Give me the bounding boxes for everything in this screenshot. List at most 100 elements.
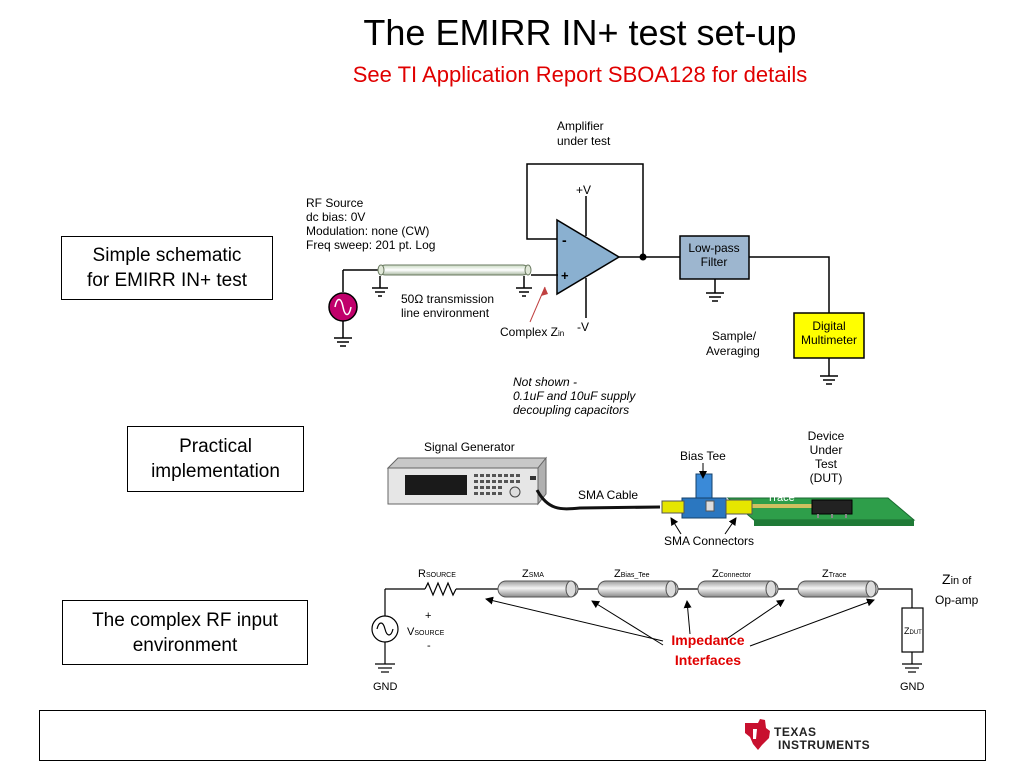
label-simple-schematic: Simple schematic for EMIRR IN+ test — [61, 236, 273, 300]
zin-opamp-label-2: Op-amp — [935, 593, 979, 607]
sma-cable — [535, 489, 661, 511]
dut-label-2: Under — [810, 443, 843, 457]
sample-label-1: Sample/ — [712, 329, 757, 343]
tline-right-ground-icon — [516, 276, 532, 297]
rf-source-ground-icon — [334, 337, 352, 347]
z-connector-label: ZConnector — [712, 568, 752, 580]
complex-zin-label: Complex Zin — [500, 325, 564, 339]
dut-label-3: Test — [815, 457, 838, 471]
z-sma-label: ZSMA — [522, 568, 544, 580]
opamp-symbol — [556, 218, 621, 296]
z-trace-label: ZTrace — [822, 568, 846, 580]
amplifier-label-2: under test — [557, 134, 611, 148]
low-pass-label-2: Filter — [701, 255, 728, 269]
bias-tee-label: Bias Tee — [680, 449, 726, 463]
z-dut-ground-icon — [902, 663, 922, 673]
trace-label: Trace — [767, 492, 795, 504]
dut-label-1: Device — [808, 429, 845, 443]
tline-label-2: line environment — [401, 306, 490, 320]
not-shown-label-3: decoupling capacitors — [513, 403, 629, 417]
sma-connector-arrow-right — [724, 517, 737, 535]
impedance-label-2: Interfaces — [675, 652, 741, 668]
opamp-plus-sign: + — [561, 268, 569, 283]
label-complex-line1: The complex RF input — [92, 609, 278, 631]
rf-source-label-4: Freq sweep: 201 pt. Log — [306, 238, 435, 252]
sma-cable-label: SMA Cable — [578, 488, 638, 502]
slide-subtitle: See TI Application Report SBOA128 for de… — [352, 62, 808, 87]
rf-environment: RSOURCE ZSMA ZBias_Tee ZConnector ZTrace… — [371, 568, 979, 693]
z-dut-label: ZDUT — [904, 626, 922, 636]
label-simple-line1: Simple schematic — [92, 245, 242, 266]
z-sma-cylinder — [497, 580, 579, 598]
label-complex-line2: environment — [132, 634, 238, 656]
z-bias-tee-cylinder — [597, 580, 679, 598]
slide-title: The EMIRR IN+ test set-up — [363, 12, 797, 53]
filter-dmm-wire — [749, 256, 830, 313]
signal-generator-label: Signal Generator — [424, 440, 515, 454]
pcb-edge — [754, 520, 914, 526]
rf-source-label-2: dc bias: 0V — [306, 210, 365, 224]
low-pass-label-1: Low-pass — [688, 241, 739, 255]
vsource-minus: - — [427, 640, 431, 652]
gnd-left-label: GND — [373, 681, 398, 693]
rf-source-label-1: RF Source — [306, 196, 364, 210]
plus-v-label: +V — [576, 183, 591, 197]
not-shown-label-2: 0.1uF and 10uF supply — [513, 389, 636, 403]
vsource-sine-icon — [376, 622, 394, 636]
dmm-label-2: Multimeter — [801, 333, 857, 347]
tline-left-ground-icon — [372, 276, 388, 297]
signal-generator-connector — [530, 476, 536, 480]
filter-ground-icon — [706, 292, 724, 302]
simple-schematic: Amplifier under test RF Source dc bias: … — [306, 119, 865, 417]
resistor-symbol — [424, 581, 457, 597]
sample-label-2: Averaging — [706, 344, 760, 358]
dmm-label-1: Digital — [812, 319, 845, 333]
r-source-label: RSOURCE — [418, 568, 456, 580]
tline-end-left — [377, 264, 385, 276]
practical-implementation: Signal Generator SMA Cable Trace Bias Te… — [386, 429, 916, 548]
sma-connector-right — [725, 499, 753, 515]
low-pass-filter-box — [679, 235, 750, 280]
opamp-minus-sign: - — [562, 232, 567, 248]
pcb-trace — [752, 504, 814, 508]
z-trace-cylinder — [797, 580, 879, 598]
label-practical-implementation: Practical implementation — [127, 426, 304, 492]
label-complex-rf: The complex RF input environment — [62, 600, 308, 665]
impedance-arrows — [485, 596, 875, 647]
sma-connector-left — [661, 500, 685, 514]
amplifier-label-1: Amplifier — [557, 119, 604, 133]
transmission-line — [379, 264, 529, 276]
footer-bar — [39, 710, 986, 761]
signal-generator-knob — [509, 486, 521, 498]
tline-end-right — [524, 264, 532, 276]
sine-wave-icon — [334, 298, 352, 316]
z-bias-tee-label: ZBias_Tee — [614, 568, 650, 580]
dut-chip — [811, 499, 853, 515]
z-connector-cylinder — [697, 580, 779, 598]
minus-v-label: -V — [577, 320, 589, 334]
signal-generator-keypad — [474, 474, 520, 495]
vsource-label: VSOURCE — [407, 626, 445, 638]
bias-tee-label-plate — [705, 500, 715, 512]
bias-tee-body — [681, 497, 727, 519]
sma-connector-arrow-left — [670, 517, 682, 535]
label-practical-line1: Practical — [179, 436, 252, 457]
zin-opamp-label-1: Zin of — [942, 571, 972, 587]
not-shown-label-1: Not shown - — [513, 375, 577, 389]
complex-zin-arrowhead — [541, 287, 548, 296]
impedance-label-1: Impedance — [671, 632, 744, 648]
dmm-ground-icon — [820, 375, 838, 385]
feedback-wire — [526, 163, 644, 257]
vsource-plus: + — [425, 610, 431, 622]
bias-tee-stub — [695, 473, 713, 499]
vsource-ground-icon — [375, 663, 395, 673]
rf-source-label-3: Modulation: none (CW) — [306, 224, 429, 238]
tline-label-1: 50Ω transmission — [401, 292, 494, 306]
dut-label-4: (DUT) — [810, 471, 843, 485]
sma-connectors-label: SMA Connectors — [664, 534, 754, 548]
signal-generator-display — [405, 475, 467, 495]
signal-generator-top — [386, 457, 548, 469]
label-simple-line2: for EMIRR IN+ test — [87, 270, 247, 291]
label-practical-line2: implementation — [151, 461, 280, 482]
